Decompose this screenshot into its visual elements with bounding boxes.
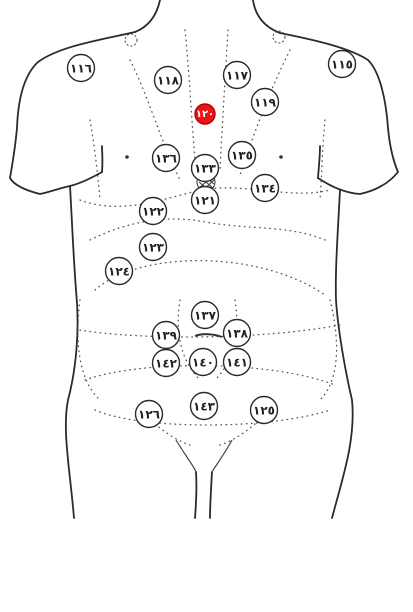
acupoint-136[interactable]: ١٣٦	[153, 145, 180, 172]
acupoint-135[interactable]: ١٣٥	[229, 142, 256, 169]
acupoint-139-label: ١٣٩	[155, 329, 178, 343]
acupoint-141[interactable]: ١٤١	[224, 349, 251, 376]
acupoint-140-label: ١٤٠	[192, 356, 214, 370]
acupoint-121[interactable]: ١٢١	[192, 187, 219, 214]
acupoint-116[interactable]: ١١٦	[68, 55, 95, 82]
acupoint-143[interactable]: ١٤٣	[191, 393, 218, 420]
acupoint-126[interactable]: ١٢٦	[136, 401, 163, 428]
acupoint-121-label: ١٢١	[194, 194, 216, 208]
acupoint-117-label: ١١٧	[226, 69, 249, 83]
acupoint-115[interactable]: ١١٥	[329, 51, 356, 78]
right-nipple-marker	[279, 155, 283, 159]
acupoint-115-label: ١١٥	[331, 58, 353, 72]
acupoint-125-label: ١٢٥	[253, 404, 275, 418]
acupoint-125[interactable]: ١٢٥	[251, 397, 278, 424]
acupoint-126-label: ١٢٦	[138, 408, 160, 422]
acupoint-133-label: ١٣٣	[194, 162, 217, 176]
acupoint-140[interactable]: ١٤٠	[190, 349, 217, 376]
acupoint-118-label: ١١٨	[157, 74, 180, 88]
acupoint-137[interactable]: ١٣٧	[192, 302, 219, 329]
acupoint-117[interactable]: ١١٧	[224, 62, 251, 89]
acupoint-135-label: ١٣٥	[231, 149, 253, 163]
acupoint-138-label: ١٣٨	[226, 327, 249, 341]
acupoint-group: ١١٦ ١١٥ ١١٨ ١١٧ ١١٩ ١٢٠ ١٣٦ ١٣٥ ١٣٣ ١٢١ ١٣٤ ١٢٢ ١٢٣ ١…	[68, 51, 356, 428]
acupoint-119-label: ١١٩	[254, 96, 277, 110]
acupoint-134[interactable]: ١٣٤	[252, 175, 279, 202]
acupoint-123[interactable]: ١٢٣	[140, 234, 167, 261]
acupoint-138[interactable]: ١٣٨	[224, 320, 251, 347]
acupoint-142-label: ١٤٢	[155, 357, 178, 371]
navel-marker	[195, 334, 222, 337]
acupoint-124-label: ١٢٤	[108, 265, 130, 279]
acupoint-141-label: ١٤١	[226, 356, 248, 370]
acupoint-136-label: ١٣٦	[155, 152, 177, 166]
left-nipple-marker	[125, 155, 129, 159]
acupoint-142[interactable]: ١٤٢	[153, 350, 180, 377]
left-shoulder-marker	[125, 34, 137, 46]
acupoint-139[interactable]: ١٣٩	[153, 322, 180, 349]
acupoint-120[interactable]: ١٢٠	[195, 104, 215, 124]
meridian-lines	[78, 30, 340, 445]
acupoint-133[interactable]: ١٣٣	[192, 155, 219, 182]
acupoint-137-label: ١٣٧	[194, 309, 217, 323]
acupoint-124[interactable]: ١٢٤	[106, 258, 133, 285]
acupoint-143-label: ١٤٣	[193, 400, 216, 414]
acupoint-116-label: ١١٦	[70, 62, 92, 76]
acupoint-119[interactable]: ١١٩	[252, 89, 279, 116]
acupoint-134-label: ١٣٤	[254, 182, 276, 196]
acupoint-118[interactable]: ١١٨	[155, 67, 182, 94]
acupoint-120-label: ١٢٠	[196, 109, 214, 120]
acupoint-123-label: ١٢٣	[142, 241, 165, 255]
acupoint-122-label: ١٢٢	[142, 205, 165, 219]
acupoint-122[interactable]: ١٢٢	[140, 198, 167, 225]
